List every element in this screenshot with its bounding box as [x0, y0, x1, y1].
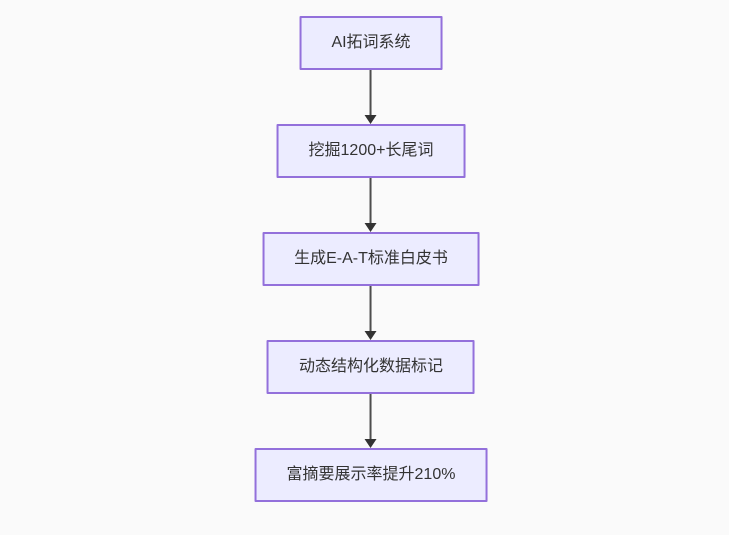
flow-node-4: 动态结构化数据标记 [266, 340, 475, 394]
arrowhead-down-icon [365, 223, 377, 232]
arrow-line [370, 394, 372, 440]
arrowhead-down-icon [365, 439, 377, 448]
flow-arrow-1 [365, 70, 377, 124]
arrow-line [370, 286, 372, 332]
flow-arrow-4 [365, 394, 377, 448]
flow-node-4-label: 动态结构化数据标记 [298, 358, 443, 375]
flow-node-2-label: 挖掘1200+长尾词 [308, 142, 434, 159]
flow-node-1: AI拓词系统 [299, 16, 443, 70]
flow-node-1-label: AI拓词系统 [331, 34, 411, 51]
arrowhead-down-icon [365, 115, 377, 124]
flow-node-3: 生成E-A-T标准白皮书 [262, 232, 480, 286]
flow-arrow-3 [365, 286, 377, 340]
flow-node-2: 挖掘1200+长尾词 [276, 124, 466, 178]
flow-node-5: 富摘要展示率提升210% [254, 448, 488, 502]
arrow-line [370, 178, 372, 224]
arrowhead-down-icon [365, 331, 377, 340]
flowchart: AI拓词系统 挖掘1200+长尾词 生成E-A-T标准白皮书 动态结构化数据标记 [254, 16, 488, 502]
arrow-line [370, 70, 372, 116]
flow-node-5-label: 富摘要展示率提升210% [286, 466, 456, 483]
flow-arrow-2 [365, 178, 377, 232]
flow-node-3-label: 生成E-A-T标准白皮书 [294, 250, 448, 267]
